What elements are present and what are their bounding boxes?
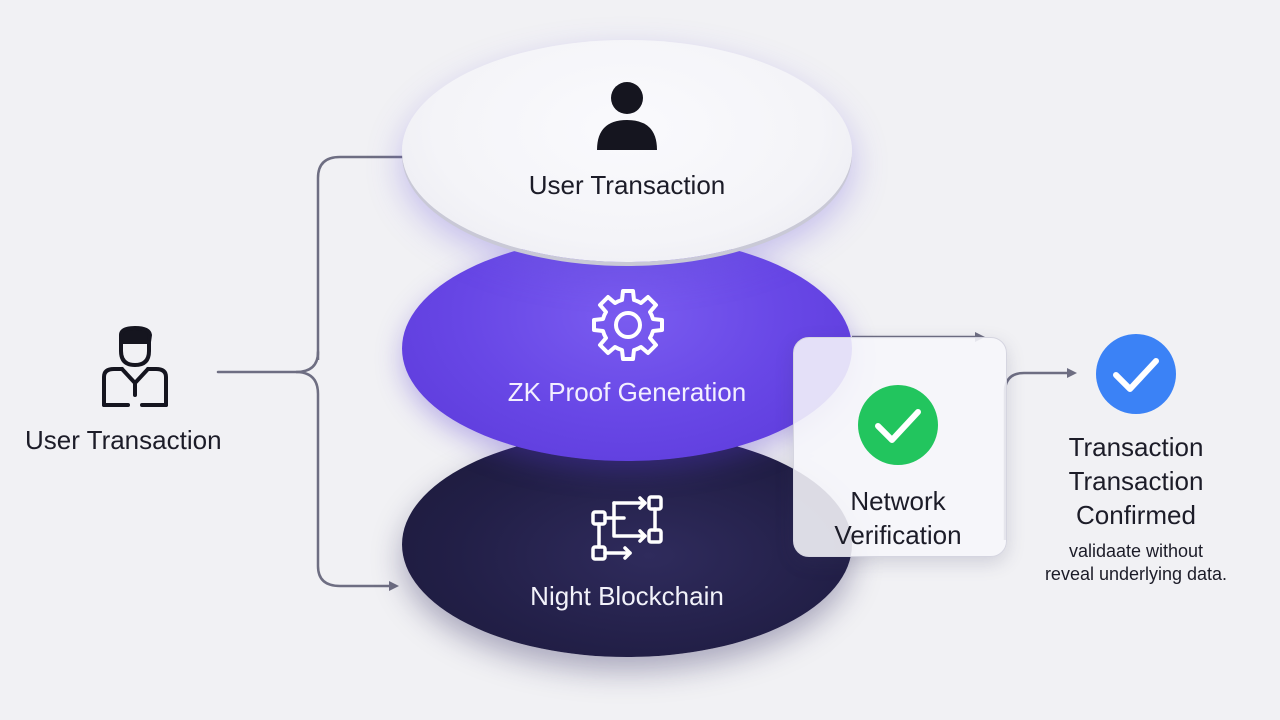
left-node-label: User Transaction bbox=[25, 425, 222, 455]
left-stem-connector bbox=[216, 350, 320, 374]
zk-proof-layer bbox=[402, 236, 852, 461]
verification-line-2: Verification bbox=[834, 520, 962, 550]
person-icon bbox=[597, 82, 657, 150]
confirmation-desc-line-1: validaate without bbox=[1068, 541, 1204, 561]
confirmation-description: validaate without reveal underlying data… bbox=[1045, 540, 1227, 586]
gear-icon bbox=[592, 289, 664, 361]
green-check-icon bbox=[858, 385, 938, 465]
verification-line-1: Network bbox=[850, 486, 946, 516]
confirmation-title: Transaction Transaction Confirmed bbox=[1069, 430, 1204, 532]
layer-middle-label: ZK Proof Generation bbox=[507, 377, 747, 407]
layer-top-label: User Transaction bbox=[528, 170, 726, 200]
blockchain-nodes-icon bbox=[591, 495, 663, 561]
confirmation-title-line-1: Transaction bbox=[1068, 432, 1204, 462]
branch-to-top-arrow bbox=[316, 152, 509, 360]
network-verification-label: Network Verification bbox=[834, 484, 961, 552]
layer-bottom-label: Night Blockchain bbox=[530, 581, 724, 611]
night-blockchain-layer bbox=[402, 432, 852, 657]
confirmation-title-line-2: Transaction bbox=[1068, 466, 1204, 496]
verify-to-confirm-arrow bbox=[1003, 368, 1077, 540]
user-transaction-layer bbox=[402, 40, 852, 262]
blue-check-icon bbox=[1096, 334, 1176, 414]
user-badge-icon bbox=[102, 326, 168, 407]
branch-to-bottom-arrow bbox=[295, 370, 399, 591]
confirmation-title-line-3: Confirmed bbox=[1076, 500, 1196, 530]
confirmation-desc-line-2: reveal underlying data. bbox=[1044, 564, 1228, 584]
